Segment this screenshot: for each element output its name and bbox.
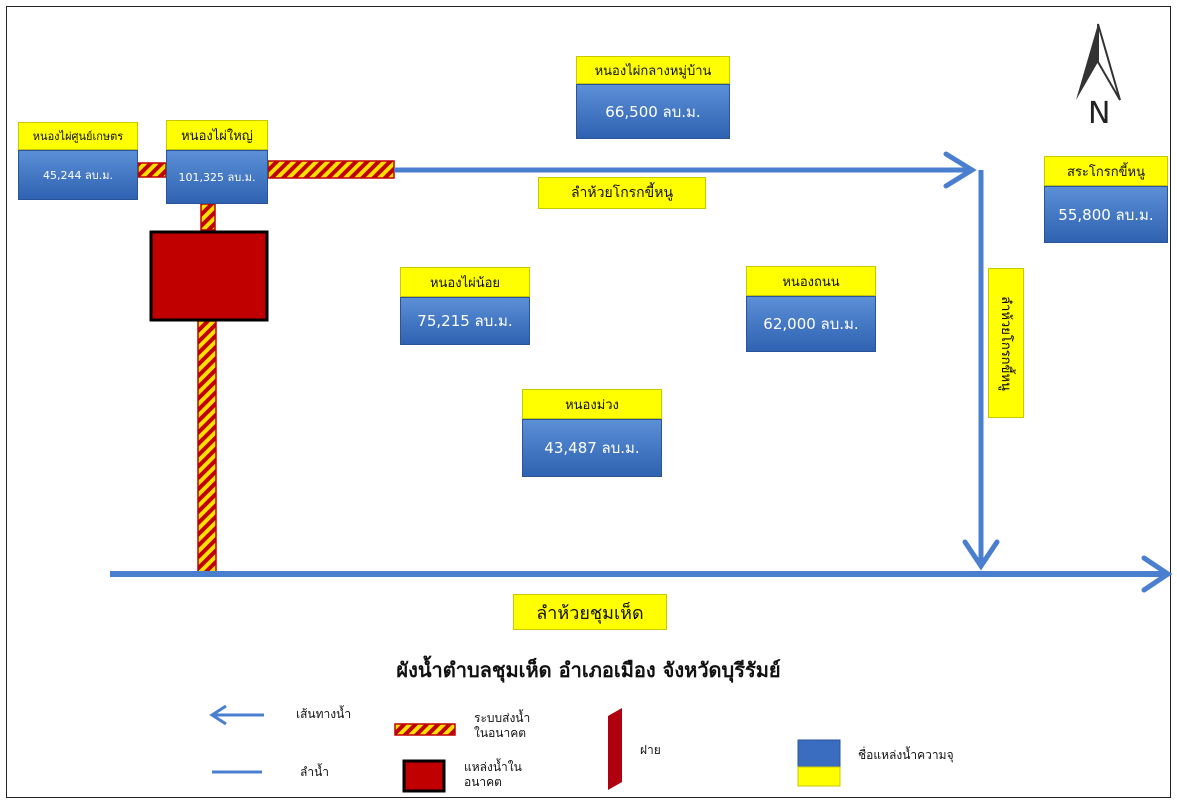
map-title: ผังน้ำตำบลชุมเห็ด อำเภอเมือง จังหวัดบุรี… [396, 658, 781, 682]
source-name-nong-thanon: หนองถนน [746, 266, 876, 296]
source-name-sa-krok-khi-nu: สระโกรกขี้หนู [1044, 156, 1168, 186]
north-arrow-icon [1076, 23, 1121, 101]
stream-label-chum-het: ลำห้วยชุมเห็ด [513, 594, 667, 630]
legend-source-yellow-swatch [797, 766, 841, 787]
stream-label-krok-khi-nu-vertical: ลำห้วยโกรกขี้หนู [988, 268, 1024, 418]
legend-water-route-arrowhead [209, 704, 227, 726]
legend-future-system-label: ระบบส่งน้ำ ในอนาคต [474, 711, 531, 740]
legend-weir-label: ฝาย [640, 743, 661, 757]
arrowhead-south [962, 539, 1000, 571]
source-volume-nong-phai-sun-kaset: 45,244 ลบ.ม. [18, 150, 138, 200]
source-volume-sa-krok-khi-nu: 55,800 ลบ.ม. [1044, 186, 1168, 243]
future-pipe-right [267, 160, 395, 179]
source-volume-nong-phai-yai: 101,325 ลบ.ม. [166, 150, 268, 204]
future-reservoir [149, 230, 269, 322]
source-name-nong-phai-yai: หนองไผ่ใหญ่ [166, 120, 268, 150]
source-volume-nong-phai-klang-mu-ban: 66,500 ลบ.ม. [576, 84, 730, 139]
legend-stream-label: ลำน้ำ [300, 765, 330, 779]
legend-future-source-swatch [402, 759, 446, 793]
arrowhead-east-top [943, 151, 977, 189]
map-frame [6, 6, 1171, 798]
future-pipe-long-vertical [197, 320, 217, 574]
arrowhead-east-bottom [1141, 555, 1173, 593]
legend-source-capacity-label: ชื่อแหล่งน้ำความจุ [858, 748, 954, 762]
source-volume-nong-muang: 43,487 ลบ.ม. [522, 419, 662, 477]
legend-water-route-label: เส้นทางน้ำ [296, 707, 352, 721]
north-letter: N [1088, 96, 1111, 131]
source-name-nong-phai-klang-mu-ban: หนองไผ่กลางหมู่บ้าน [576, 56, 730, 84]
legend-weir-shape [608, 708, 622, 790]
source-volume-nong-phai-noi: 75,215 ลบ.ม. [400, 297, 530, 345]
source-volume-nong-thanon: 62,000 ลบ.ม. [746, 296, 876, 352]
source-name-nong-phai-noi: หนองไผ่น้อย [400, 267, 530, 297]
stream-label-krok-khi-nu-horizontal: ลำห้วยโกรกขี้หนู [538, 177, 706, 209]
future-pipe-short-vertical [200, 203, 216, 231]
source-name-nong-phai-sun-kaset: หนองไผ่ศูนย์เกษตร [18, 122, 138, 150]
legend-future-source-label: แหล่งน้ำใน อนาคต [464, 760, 522, 789]
source-name-nong-muang: หนองม่วง [522, 389, 662, 419]
future-pipe-left [137, 162, 167, 178]
legend-source-blue-swatch [797, 739, 841, 768]
stream-label-krok-khi-nu-vertical-text: ลำห้วยโกรกขี้หนู [997, 295, 1013, 391]
legend-future-system-swatch [394, 723, 456, 736]
